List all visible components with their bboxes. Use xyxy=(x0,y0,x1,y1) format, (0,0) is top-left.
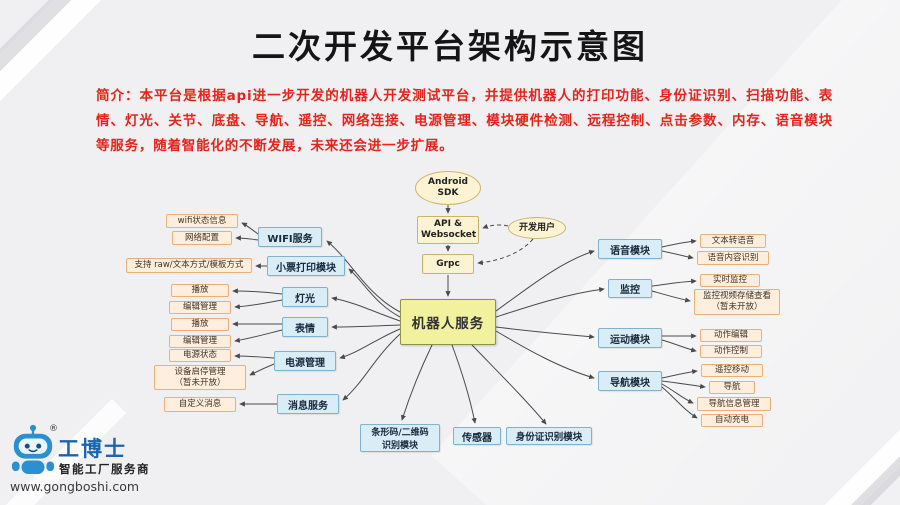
leaf-monitor-video-storage: 监控视频存储查看（暂未开放） xyxy=(694,289,780,315)
leaf-navigate: 导航 xyxy=(709,381,755,394)
leaf-speech-recognition: 语音内容识别 xyxy=(697,251,769,265)
node-robot-service-central: 机器人服务 xyxy=(400,299,496,345)
leaf-network-config: 网络配置 xyxy=(172,231,232,245)
edges-left-leaves xyxy=(232,222,283,407)
device-start-stop-label: 设备启停管理（暂未开放） xyxy=(174,366,226,388)
node-api-websocket: API & Websocket xyxy=(417,216,479,244)
android-sdk-label: Android SDK xyxy=(428,177,468,198)
module-wifi-service: WIFI服务 xyxy=(258,227,322,247)
brand-name: 工博士 xyxy=(58,437,127,461)
monitor-video-storage-label: 监控视频存储查看（暂未开放） xyxy=(702,291,771,312)
api-websocket-label: API & Websocket xyxy=(421,219,477,240)
module-light: 灯光 xyxy=(282,287,328,307)
brand-tagline: 智能工厂服务商 xyxy=(59,462,150,476)
leaf-text-to-speech: 文本转语音 xyxy=(700,234,766,248)
intro-text: 简介：本平台是根据api进一步开发的机器人开发测试平台，并提供机器人的打印功能、… xyxy=(96,88,833,154)
leaf-print-raw-support: 支持 raw/文本方式/模板方式 xyxy=(126,258,252,273)
module-id-card-recognition: 身份证识别模块 xyxy=(506,427,592,445)
module-power-management: 电源管理 xyxy=(274,351,336,371)
page-title: 二次开发平台架构示意图 xyxy=(252,27,648,66)
edges-central-to-bottom xyxy=(401,344,547,425)
leaf-action-edit: 动作编辑 xyxy=(700,329,762,342)
registered-mark: ® xyxy=(49,424,58,434)
node-android-sdk: Android SDK xyxy=(415,171,481,205)
edges-central-to-left xyxy=(326,240,401,401)
edges-central-to-right xyxy=(495,250,605,380)
leaf-remote-move: 遥控移动 xyxy=(701,364,763,377)
leaf-nav-info-management: 导航信息管理 xyxy=(697,397,771,411)
leaf-auto-charge: 自动充电 xyxy=(701,414,763,427)
leaf-expression-edit: 编辑管理 xyxy=(169,335,231,348)
node-dev-user: 开发用户 xyxy=(508,217,566,239)
module-voice: 语音模块 xyxy=(598,239,662,259)
edges-dev-user xyxy=(477,223,534,266)
leaf-device-start-stop: 设备启停管理（暂未开放） xyxy=(154,365,246,390)
leaf-realtime-monitor: 实时监控 xyxy=(700,274,760,287)
barcode-qrcode-label: 条形码/二维码识别模块 xyxy=(371,428,429,451)
leaf-custom-message: 自定义消息 xyxy=(164,397,236,412)
leaf-action-control: 动作控制 xyxy=(700,345,762,358)
leaf-wifi-status: wifi状态信息 xyxy=(166,214,238,228)
module-receipt-print: 小票打印模块 xyxy=(267,256,345,276)
leaf-power-status: 电源状态 xyxy=(169,349,231,362)
module-navigation: 导航模块 xyxy=(598,371,662,391)
module-expression: 表情 xyxy=(282,317,328,337)
website-url: www.gongboshi.com xyxy=(10,479,140,494)
leaf-expression-play: 播放 xyxy=(171,318,229,331)
edges-right-leaves xyxy=(651,238,706,419)
leaf-light-edit: 编辑管理 xyxy=(169,301,231,314)
leaf-light-play: 播放 xyxy=(171,284,229,297)
module-motion: 运动模块 xyxy=(598,328,662,348)
module-message-service: 消息服务 xyxy=(277,394,339,414)
module-sensor: 传感器 xyxy=(453,427,501,445)
node-grpc: Grpc xyxy=(422,254,474,274)
module-barcode-qrcode: 条形码/二维码识别模块 xyxy=(360,424,440,452)
module-monitor: 监控 xyxy=(608,279,652,298)
